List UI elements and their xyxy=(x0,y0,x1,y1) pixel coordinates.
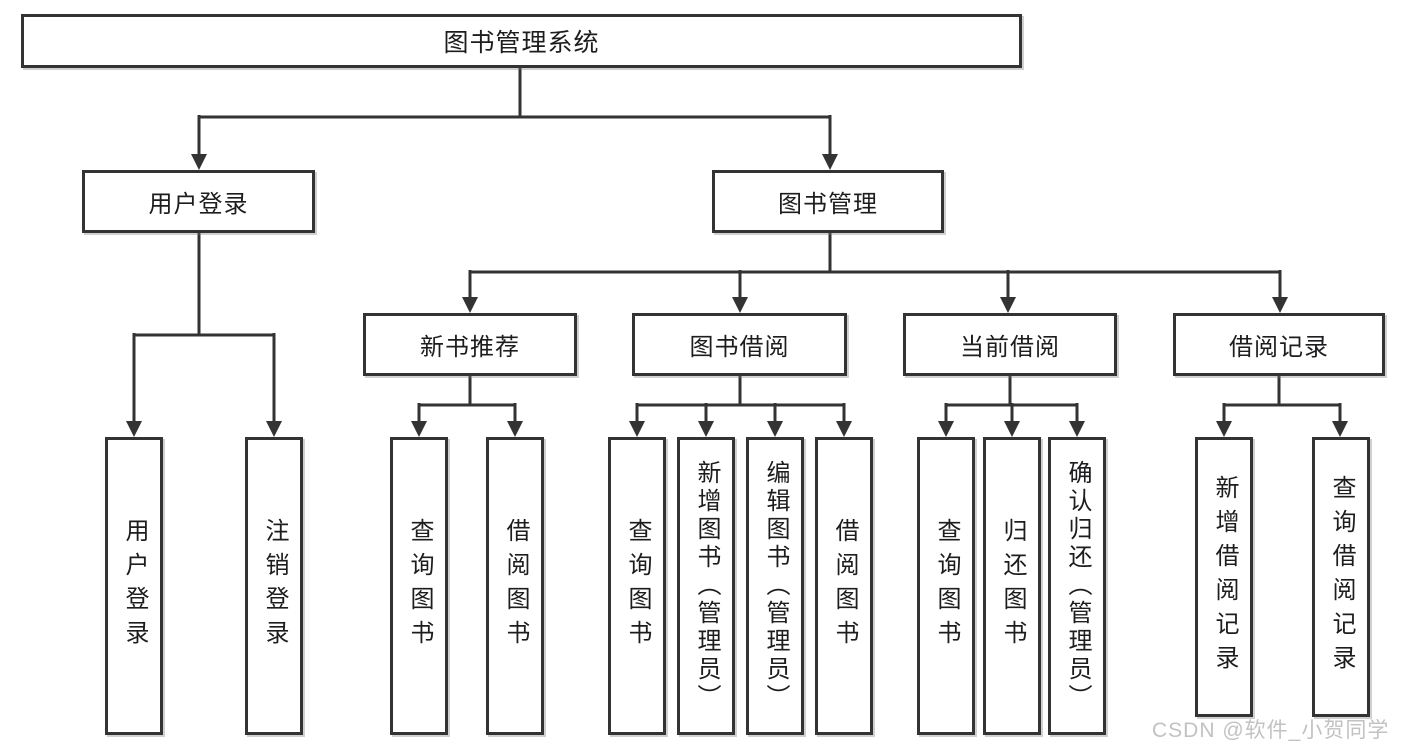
node-label: 当前借阅 xyxy=(960,334,1060,361)
leaf-query-books-borrow: 查询图书 xyxy=(608,437,666,735)
leaf-add-borrow-record: 新增借阅记录 xyxy=(1195,437,1253,717)
leaf-add-book-admin: 新增图书（管理员） xyxy=(677,437,735,735)
leaf-edit-book-admin: 编辑图书（管理员） xyxy=(746,437,804,735)
node-current-borrowing: 当前借阅 xyxy=(903,313,1117,376)
node-book-management: 图书管理 xyxy=(712,170,944,233)
leaf-borrow-books-newbook: 借阅图书 xyxy=(486,437,544,735)
leaf-query-books-newbook: 查询图书 xyxy=(390,437,448,735)
leaf-logout: 注销登录 xyxy=(245,437,303,735)
node-label: 借阅记录 xyxy=(1229,334,1329,361)
node-user-login: 用户登录 xyxy=(82,170,315,233)
node-borrow-records: 借阅记录 xyxy=(1173,313,1385,376)
csdn-watermark: CSDN @软件_小贺同学 xyxy=(1152,719,1390,742)
node-label: 图书管理 xyxy=(778,191,878,218)
leaf-query-books-current: 查询图书 xyxy=(917,437,975,735)
node-label: 图书管理系统 xyxy=(443,29,600,57)
node-library-management-system: 图书管理系统 xyxy=(21,14,1022,68)
node-label: 新书推荐 xyxy=(420,334,520,361)
node-label: 图书借阅 xyxy=(689,334,790,361)
leaf-confirm-return-admin: 确认归还（管理员） xyxy=(1048,437,1106,735)
leaf-return-book: 归还图书 xyxy=(983,437,1041,735)
leaf-query-borrow-record: 查询借阅记录 xyxy=(1312,437,1370,717)
leaf-borrow-books-borrow: 借阅图书 xyxy=(815,437,873,735)
node-new-book-recommend: 新书推荐 xyxy=(363,313,577,376)
node-label: 用户登录 xyxy=(148,191,249,218)
node-book-borrowing: 图书借阅 xyxy=(632,313,847,376)
leaf-user-login: 用户登录 xyxy=(105,437,163,735)
